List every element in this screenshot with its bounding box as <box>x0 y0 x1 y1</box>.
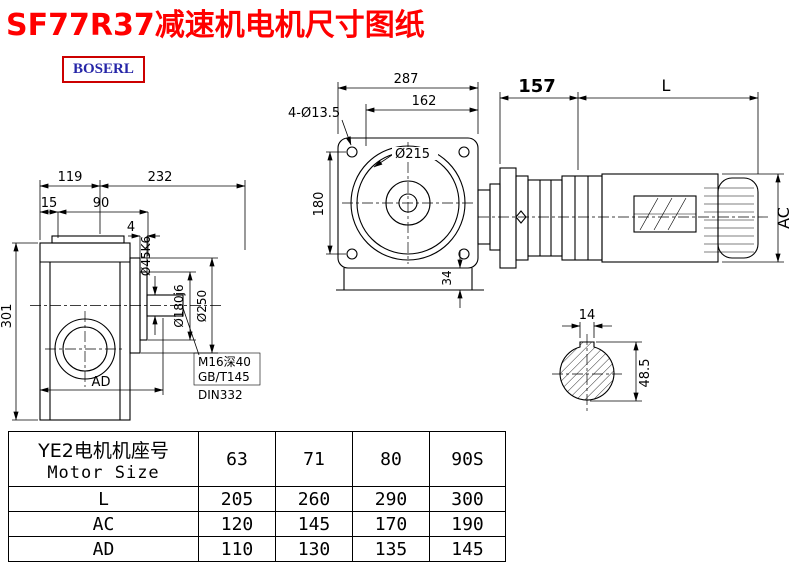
dim-215: Ø215 <box>395 147 430 162</box>
note-standard-gbt145: GB/T145 <box>198 370 250 384</box>
cell-L-80: 290 <box>352 486 430 512</box>
motor-assembly <box>477 167 759 269</box>
page-title: SF77R37减速机电机尺寸图纸 <box>6 8 425 43</box>
motor-flange <box>499 167 517 269</box>
dim-14: 14 <box>579 308 596 323</box>
dim-AC: AC <box>774 207 793 229</box>
cell-AC-71: 145 <box>275 511 353 537</box>
header-motor-size: YE2电机机座号 Motor Size <box>8 431 199 487</box>
note-standard-din332: DIN332 <box>198 388 243 402</box>
table-header-row: YE2电机机座号 Motor Size 63 71 80 90S <box>8 431 506 487</box>
cell-L-63: 205 <box>198 486 276 512</box>
bolt-hole <box>458 248 470 260</box>
dim-flange-diameter: Ø250 <box>195 290 209 322</box>
bolt-hole <box>346 248 358 260</box>
label-backing <box>392 147 438 160</box>
motor-end-cap <box>717 177 759 259</box>
shaft-section: 14 48.5 <box>552 308 653 412</box>
table-row-AC: AC 120 145 170 190 <box>8 511 506 537</box>
dim-15: 15 <box>41 196 58 211</box>
boserl-logo: BOSERL <box>62 56 145 83</box>
side-view: 119 232 15 90 4 301 AD Ø45K6 Ø180j6 Ø250… <box>0 170 261 421</box>
dim-232: 232 <box>148 170 173 185</box>
side-view-centerlines <box>30 305 222 387</box>
motor-view: 157 L AC <box>477 76 793 269</box>
dim-L: L <box>662 76 671 95</box>
dim-287: 287 <box>394 72 419 87</box>
motor-body <box>601 173 719 263</box>
cell-AC-80: 170 <box>352 511 430 537</box>
cell-L-71: 260 <box>275 486 353 512</box>
motor-size-table: YE2电机机座号 Motor Size 63 71 80 90S L 205 2… <box>8 431 506 562</box>
cell-AC-63: 120 <box>198 511 276 537</box>
column-frame-63: 63 <box>198 431 276 487</box>
dim-4: 4 <box>127 220 135 235</box>
front-view-dimension-lines <box>326 82 479 308</box>
dim-162: 162 <box>412 94 437 109</box>
dim-34: 34 <box>440 270 454 285</box>
motor-dimension-lines <box>499 92 784 263</box>
shaft-section-dimension-lines <box>562 322 642 402</box>
dim-301: 301 <box>0 304 15 329</box>
row-label-AC: AC <box>8 511 199 537</box>
front-view-centerlines <box>342 142 474 264</box>
front-view: 287 162 4-Ø13.5 Ø215 180 34 <box>288 72 484 308</box>
note-tapped-hole: M16深40 <box>198 355 251 369</box>
cell-AC-90s: 190 <box>429 511 506 537</box>
dim-AD: AD <box>92 375 111 390</box>
cell-L-90s: 300 <box>429 486 506 512</box>
fan-cowl <box>561 175 603 261</box>
shaft-section-body <box>559 341 615 401</box>
header-motor-size-en: Motor Size <box>47 462 160 483</box>
dim-180: 180 <box>312 192 327 217</box>
column-frame-80: 80 <box>352 431 430 487</box>
gearbox-housing-side <box>39 235 184 421</box>
dim-shaft-diameter: Ø45K6 <box>139 236 153 276</box>
table-row-AD: AD 110 130 135 145 <box>8 536 506 562</box>
column-frame-71: 71 <box>275 431 353 487</box>
dim-48-5: 48.5 <box>638 359 653 388</box>
row-label-AD: AD <box>8 536 199 562</box>
cell-AD-90s: 145 <box>429 536 506 562</box>
cell-AD-63: 110 <box>198 536 276 562</box>
bolt-hole <box>346 146 358 158</box>
motor-fins <box>704 187 754 253</box>
dim-spigot-diameter: Ø180j6 <box>172 284 186 327</box>
boserl-logo-text: BOSERL <box>73 61 134 77</box>
cell-AD-80: 135 <box>352 536 430 562</box>
column-frame-90s: 90S <box>429 431 506 487</box>
dim-90: 90 <box>93 196 110 211</box>
table-row-L: L 205 260 290 300 <box>8 486 506 512</box>
dim-119: 119 <box>58 170 83 185</box>
flange-spigot <box>139 271 148 341</box>
dim-157: 157 <box>518 76 556 97</box>
side-view-dimension-lines <box>12 180 261 421</box>
dim-bolt-holes: 4-Ø13.5 <box>288 106 340 121</box>
row-label-L: L <box>8 486 199 512</box>
bolt-hole <box>458 146 470 158</box>
header-motor-size-cn: YE2电机机座号 <box>38 439 169 462</box>
cell-AD-71: 130 <box>275 536 353 562</box>
shaft-section-centerlines <box>552 334 622 412</box>
